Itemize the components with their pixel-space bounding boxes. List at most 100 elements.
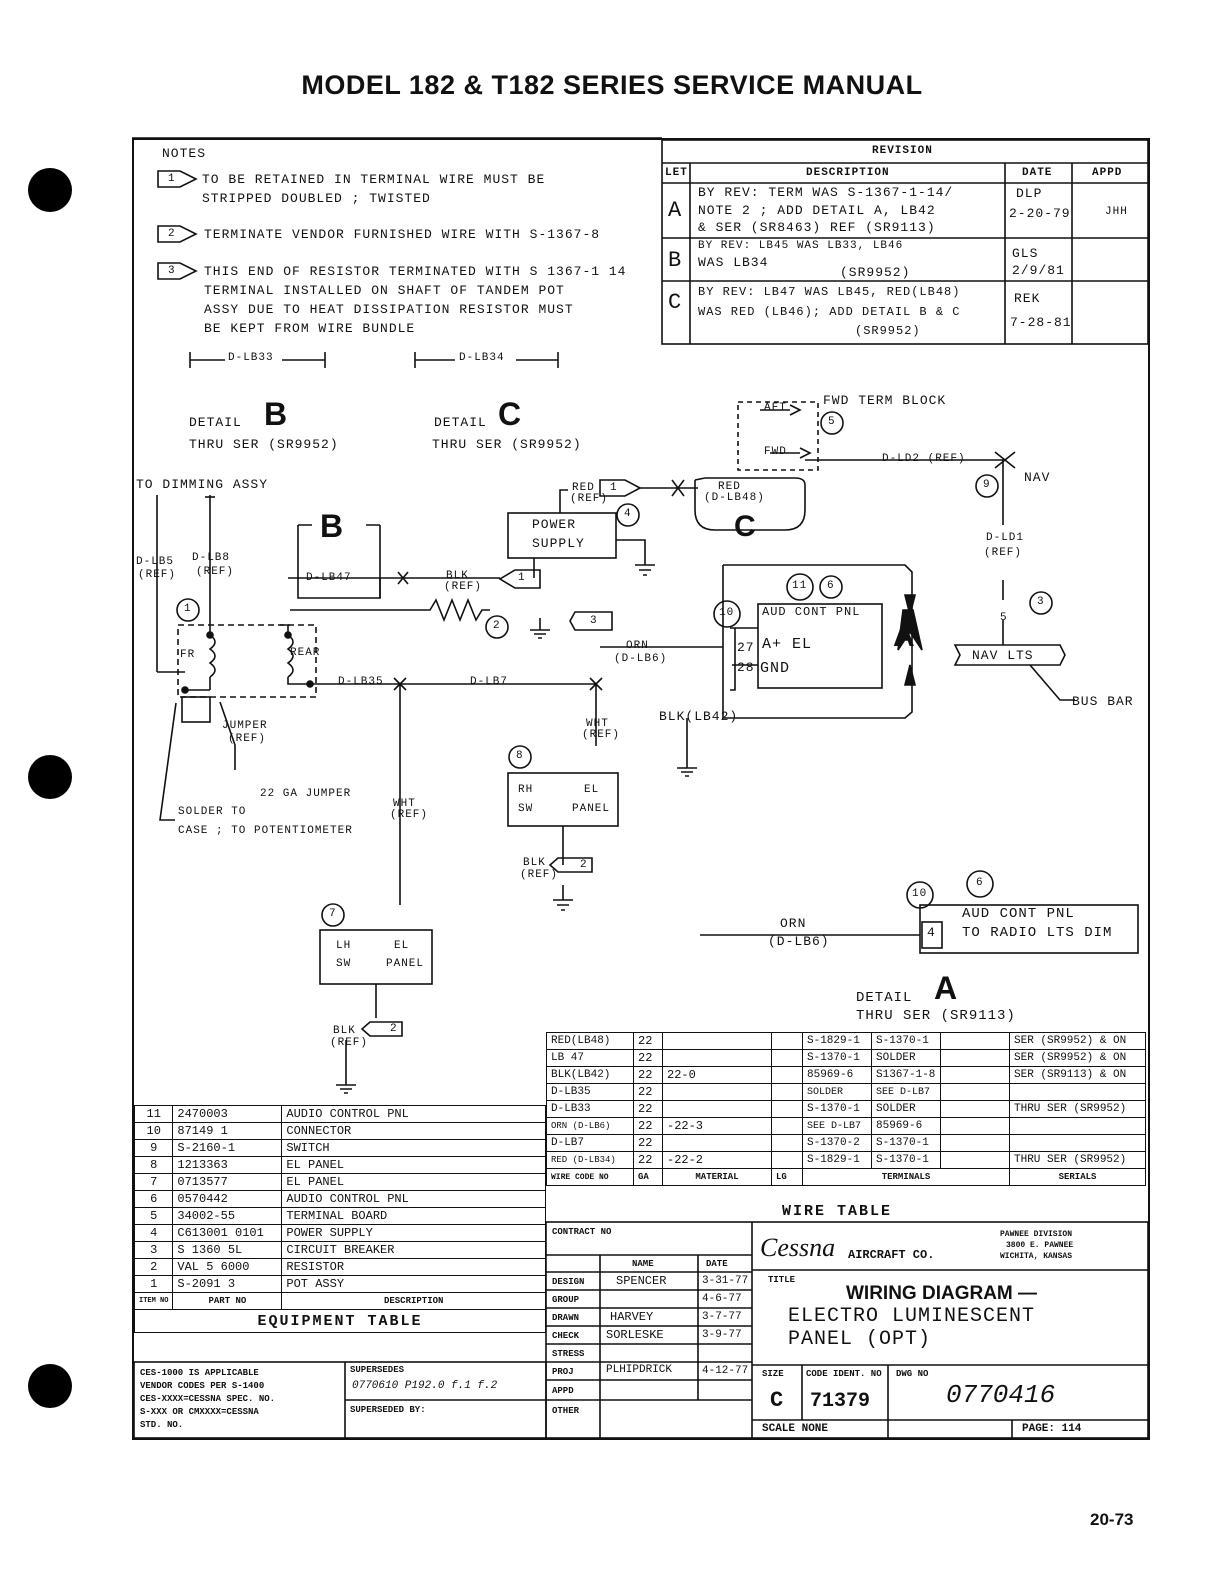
note-flag-1	[157, 170, 198, 188]
red-ref-sub: (REF)	[570, 493, 609, 505]
d-ld1-label: D-LD1	[986, 532, 1025, 544]
note-2-line-1: TERMINATE VENDOR FURNISHED WIRE WITH S-1…	[204, 227, 601, 242]
binder-hole-1	[28, 168, 72, 212]
callout-2: 2	[493, 620, 501, 632]
wht-label-2: WHT	[586, 718, 609, 730]
blk-ref-rh: (REF)	[520, 869, 559, 881]
detail-b-box-letter: B	[320, 508, 345, 544]
callout-note-1a: 1	[518, 572, 526, 584]
group-date: 4-6-77	[702, 1293, 742, 1305]
ces-line-1: CES-1000 IS APPLICABLE	[140, 1368, 259, 1378]
group-label: GROUP	[552, 1295, 580, 1305]
detail-a-letter: A	[934, 970, 959, 1006]
drawing-title-1: WIRING DIAGRAM —	[846, 1283, 1038, 1304]
equipment-table-title-row: EQUIPMENT TABLE	[134, 1309, 546, 1333]
case-to-pot-label: CASE ; TO POTENTIOMETER	[178, 825, 353, 837]
blk-label-lh: BLK	[333, 1025, 356, 1037]
design-label: DESIGN	[552, 1277, 585, 1287]
rev-b-line-1: BY REV: LB45 WAS LB33, LB46	[698, 240, 904, 252]
arrow-a-bot	[903, 664, 917, 686]
division-line-2: 3800 E. PAWNEE	[1006, 1241, 1074, 1250]
scale-label: SCALE NONE	[762, 1423, 829, 1435]
callout-11: 11	[792, 580, 808, 592]
d-lb8-ref: (REF)	[196, 566, 235, 578]
rh-sw-label: SW	[518, 803, 534, 815]
rev-header-desc: DESCRIPTION	[806, 167, 890, 179]
callout-6: 6	[827, 580, 835, 592]
d-lb5-label: D-LB5	[136, 556, 175, 568]
d-ld1-ref: (REF)	[984, 547, 1023, 559]
rev-b-line-3: (SR9952)	[840, 265, 911, 280]
detail-c-box-letter: C	[734, 510, 757, 543]
callout-note-1b: 1	[610, 482, 618, 494]
note-3-number: 3	[168, 265, 176, 277]
note-1-line-1: TO BE RETAINED IN TERMINAL WIRE MUST BE	[202, 172, 546, 187]
note-3-line-2: TERMINAL INSTALLED ON SHAFT OF TANDEM PO…	[204, 283, 565, 298]
pin-27: 27	[737, 640, 755, 655]
fwd-label: FWD	[764, 446, 787, 458]
note-flag-3	[157, 262, 198, 280]
page-label: PAGE: 114	[1022, 1423, 1082, 1435]
solder-to-label: SOLDER TO	[178, 806, 247, 818]
proj-date: 4-12-77	[702, 1365, 749, 1377]
rev-c-line-1: BY REV: LB47 WAS LB45, RED(LB48)	[698, 285, 961, 299]
note-3-line-3: ASSY DUE TO HEAT DISSIPATION RESISTOR MU…	[204, 302, 574, 317]
proj-name: PLHIPDRICK	[606, 1364, 673, 1376]
supersedes-value: 0770610 P192.0 f.1 f.2	[352, 1380, 498, 1392]
nav-pin-5: 5	[1000, 612, 1008, 624]
note-3-line-1: THIS END OF RESISTOR TERMINATED WITH S 1…	[204, 264, 627, 279]
orn-label: ORN	[626, 640, 649, 652]
d-lb47-label: D-LB47	[306, 572, 352, 584]
proj-label: PROJ	[552, 1367, 574, 1377]
rear-label: REAR	[290, 647, 321, 659]
drawing-title-2: ELECTRO LUMINESCENT	[788, 1305, 1036, 1328]
check-name: SORLESKE	[606, 1328, 664, 1342]
pot-assy	[177, 624, 317, 698]
callout-note-2b: 2	[390, 1023, 398, 1035]
to-dimming-assy: TO DIMMING ASSY	[136, 477, 269, 492]
detail-a-word: DETAIL	[856, 990, 913, 1006]
aud-cont-pnl-label: AUD CONT PNL	[762, 605, 861, 619]
detail-c-thru-ser: THRU SER (SR9952)	[432, 437, 582, 452]
note-3-line-4: BE KEPT FROM WIRE BUNDLE	[204, 321, 416, 336]
rev-c-letter: C	[668, 290, 683, 315]
d-lb7-label: D-LB7	[470, 676, 509, 688]
dim-d-lb33: D-LB33	[228, 352, 274, 364]
note-1-number: 1	[168, 173, 176, 185]
detail-b-thru-ser: THRU SER (SR9952)	[189, 437, 339, 452]
detail-b-word: DETAIL	[189, 415, 242, 430]
binder-hole-2	[28, 755, 72, 799]
callout-8: 8	[516, 750, 524, 762]
d-lb6-label: (D-LB6)	[614, 653, 668, 665]
wire-table-title: WIRE TABLE	[782, 1203, 893, 1220]
pin-4-label: 4	[927, 925, 936, 940]
other-label: OTHER	[552, 1406, 580, 1416]
blk-label-rh: BLK	[523, 857, 546, 869]
check-date: 3-9-77	[702, 1329, 742, 1341]
lh-el-label: EL	[394, 940, 410, 952]
lh-label: LH	[336, 940, 352, 952]
callout-1: 1	[184, 603, 192, 615]
orn-a-label: ORN	[780, 916, 807, 931]
a-plus-el-label: A+ EL	[762, 636, 813, 653]
rev-c-date-1: REK	[1014, 291, 1041, 306]
rev-b-letter: B	[668, 248, 683, 273]
dwg-no-value: 0770416	[946, 1380, 1056, 1410]
ces-line-3: CES-XXXX=CESSNA SPEC. NO.	[140, 1394, 276, 1404]
gnd-label: GND	[760, 660, 791, 677]
rh-label: RH	[518, 784, 534, 796]
ces-line-4: S-XXX OR CMXXXX=CESSNA	[140, 1407, 259, 1417]
rh-el-label: EL	[584, 784, 600, 796]
rev-a-letter: A	[668, 198, 683, 223]
ces-line-5: STD. NO.	[140, 1420, 184, 1430]
callout-5: 5	[828, 416, 836, 428]
